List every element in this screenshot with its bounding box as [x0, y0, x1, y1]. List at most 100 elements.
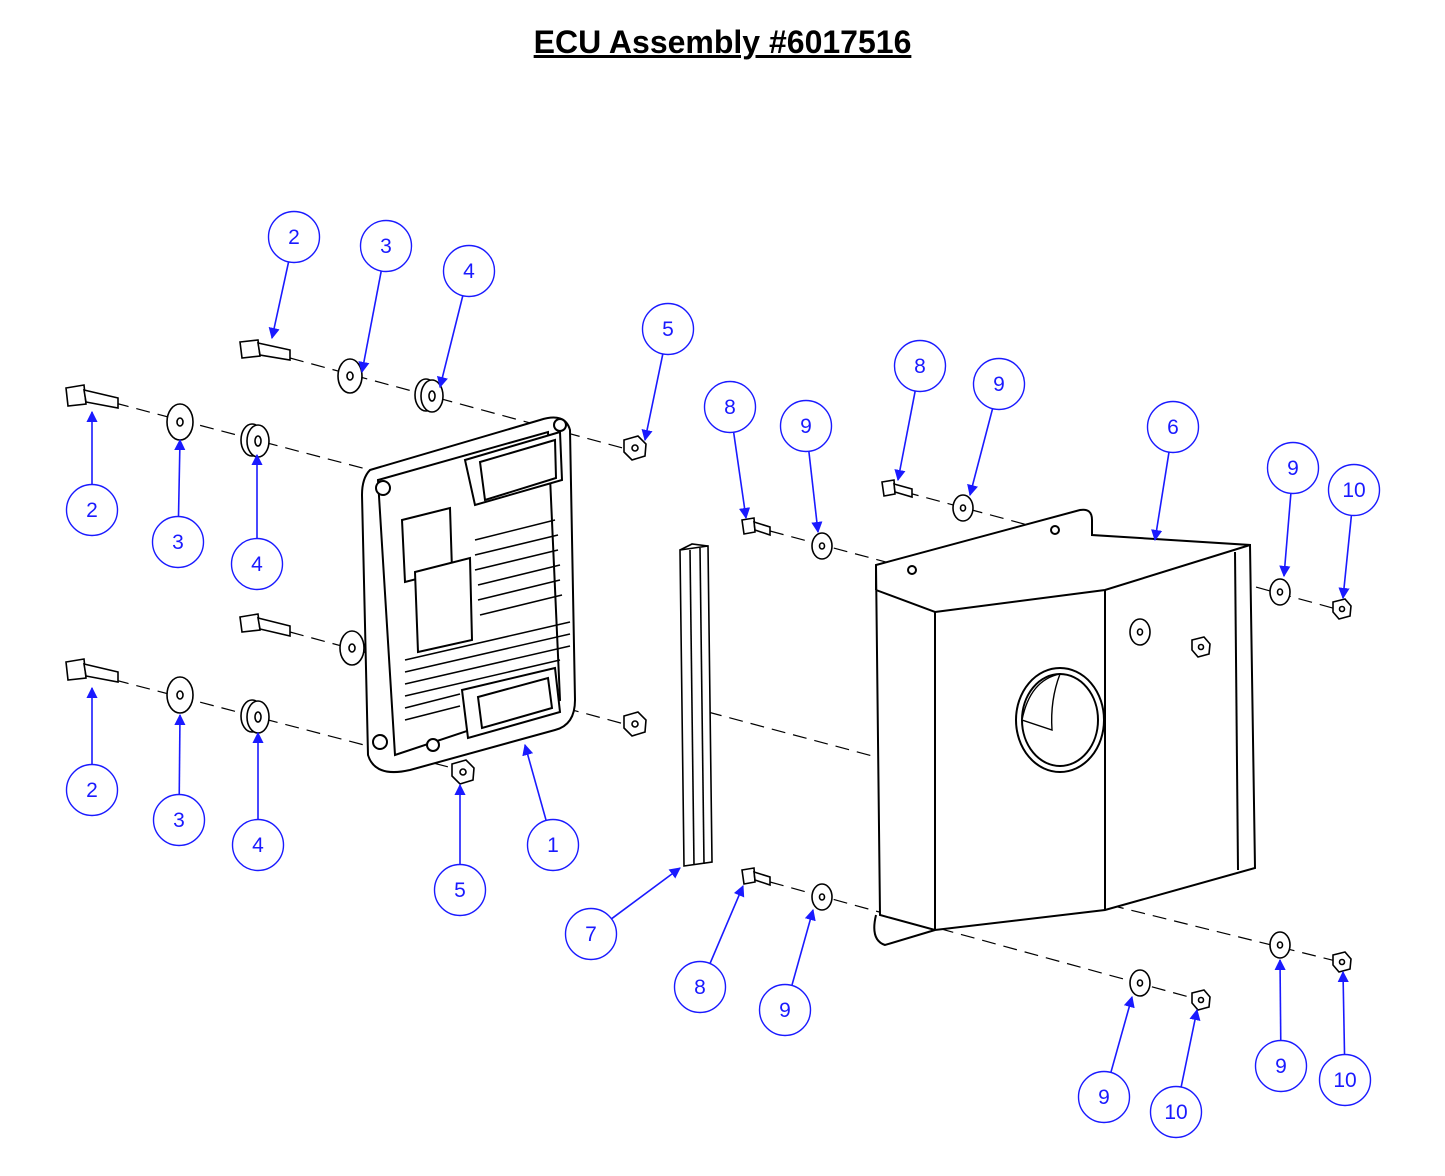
callout-bubble	[673, 960, 727, 1014]
callout-9: 9	[967, 357, 1026, 497]
ecu-cover	[873, 508, 1257, 947]
leader-arrow	[268, 261, 290, 340]
callout-bubble	[1318, 1053, 1372, 1107]
callout-bubble	[230, 537, 284, 591]
callout-10: 10	[1318, 970, 1372, 1107]
callout-label: 3	[173, 809, 185, 832]
diagram-title: ECU Assembly #6017516	[533, 24, 912, 60]
callout-bubble	[151, 515, 205, 569]
callout-bubble	[703, 380, 757, 434]
callout-bubble	[267, 210, 321, 264]
callout-label: 7	[585, 923, 597, 946]
callout-8: 8	[673, 884, 745, 1014]
callout-label: 2	[86, 779, 98, 802]
callout-bubble	[641, 302, 695, 356]
callout-bubble	[1266, 441, 1320, 495]
callout-label: 5	[454, 879, 466, 902]
leader-arrow	[1279, 493, 1292, 578]
callout-label: 9	[779, 999, 791, 1022]
callout-10: 10	[1327, 463, 1381, 600]
callout-label: 9	[1275, 1055, 1287, 1078]
callout-7: 7	[564, 867, 681, 961]
callout-9: 9	[1266, 441, 1320, 578]
callout-label: 3	[380, 235, 392, 258]
hardware	[65, 339, 1352, 1011]
callout-1: 1	[522, 743, 580, 872]
callout-4: 4	[437, 244, 496, 389]
callout-bubble	[758, 983, 812, 1037]
leader-arrow	[611, 867, 681, 920]
leader-arrow	[1180, 1008, 1201, 1088]
callout-10: 10	[1149, 1008, 1203, 1139]
leader-arrow	[174, 438, 186, 517]
leader-arrow	[894, 390, 916, 482]
callout-8: 8	[893, 339, 947, 482]
callout-label: 2	[288, 226, 300, 249]
callout-bubble	[65, 763, 119, 817]
callout-bubble	[359, 219, 413, 273]
callout-label: 3	[172, 531, 184, 554]
callout-label: 9	[1098, 1086, 1110, 1109]
callout-bubble	[1327, 463, 1381, 517]
leader-arrow	[437, 295, 464, 389]
mounting-rail	[679, 543, 713, 867]
callout-label: 2	[86, 499, 98, 522]
leader-arrow	[358, 270, 383, 374]
callout-bubble	[152, 793, 206, 847]
callout-bubble	[972, 357, 1026, 411]
leader-arrow	[709, 884, 745, 964]
callout-2: 2	[65, 686, 119, 817]
leader-arrow	[967, 408, 994, 497]
callout-bubble	[65, 483, 119, 537]
callout-bubble	[779, 399, 833, 453]
callout-9: 9	[1254, 958, 1308, 1093]
callout-9: 9	[779, 399, 833, 534]
callout-3: 3	[152, 713, 206, 847]
callout-bubble	[526, 818, 580, 872]
leader-arrow	[808, 451, 823, 534]
callout-label: 4	[463, 260, 475, 283]
callout-bubble	[231, 818, 285, 872]
callout-label: 1	[547, 834, 559, 857]
callout-label: 9	[800, 415, 812, 438]
leader-arrow	[732, 432, 751, 520]
callout-8: 8	[703, 380, 757, 520]
callout-bubble	[1254, 1039, 1308, 1093]
callout-3: 3	[358, 219, 413, 374]
callout-label: 8	[914, 355, 926, 378]
leader-arrow	[1110, 995, 1135, 1073]
callout-2: 2	[267, 210, 321, 340]
callout-label: 10	[1164, 1101, 1187, 1124]
callout-5: 5	[641, 302, 695, 442]
callout-label: 9	[1287, 457, 1299, 480]
leader-arrow	[641, 353, 664, 442]
leader-arrow	[522, 743, 547, 821]
callout-bubble	[893, 339, 947, 393]
leader-arrow	[1274, 958, 1286, 1041]
callout-group: 2 3 4 5 2 3 4 2 3 4 5 1 7 8 9 8 9 6 9 10 8 9 9 10 9 10	[65, 210, 1381, 1139]
callout-bubble	[442, 244, 496, 298]
callout-5: 5	[433, 783, 487, 917]
callout-2: 2	[65, 410, 119, 537]
callout-6: 6	[1146, 400, 1200, 542]
callout-bubble	[1149, 1085, 1203, 1139]
callout-label: 5	[662, 318, 674, 341]
callout-label: 6	[1167, 416, 1179, 439]
leader-arrow	[174, 713, 186, 795]
ecu-controller	[360, 416, 577, 774]
callout-label: 10	[1342, 479, 1365, 502]
callout-label: 8	[694, 976, 706, 999]
callout-3: 3	[151, 438, 205, 569]
callout-label: 4	[252, 834, 264, 857]
callout-bubble	[1077, 1070, 1131, 1124]
callout-bubble	[564, 907, 618, 961]
callout-9: 9	[1077, 995, 1135, 1124]
callout-label: 8	[724, 396, 736, 419]
callout-label: 9	[993, 373, 1005, 396]
callout-4: 4	[230, 453, 284, 591]
callout-bubble	[433, 863, 487, 917]
callout-4: 4	[231, 731, 285, 872]
callout-label: 4	[251, 553, 263, 576]
leader-arrow	[1151, 452, 1170, 542]
